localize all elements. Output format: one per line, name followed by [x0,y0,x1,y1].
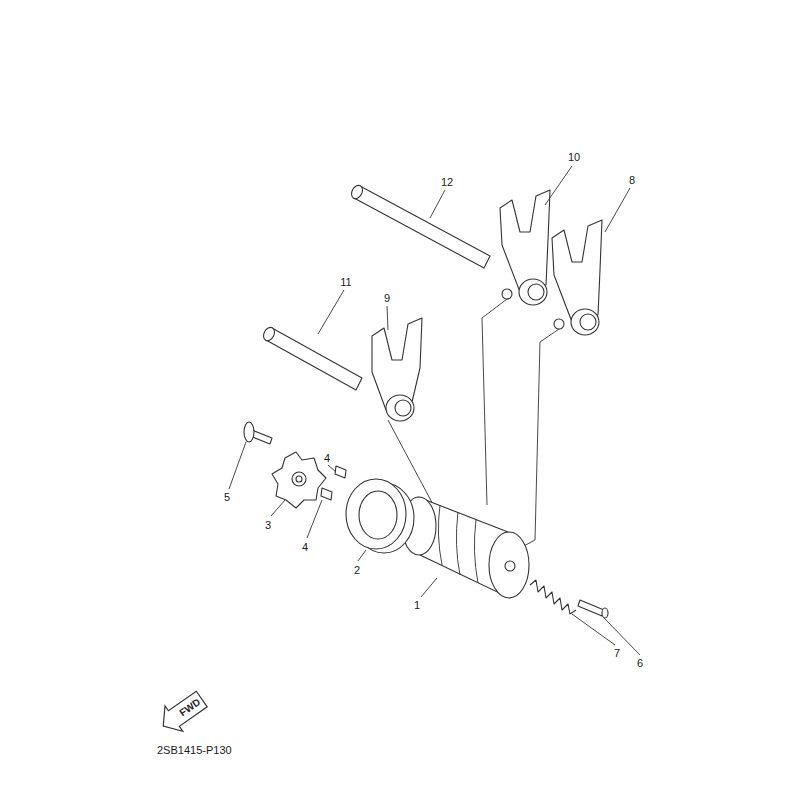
callout-number: 9 [384,293,390,304]
callout-number: 5 [224,492,230,503]
leader-line [318,290,344,334]
alignment-line [482,299,507,505]
callout-number: 4 [302,542,308,553]
fork-boss [519,279,547,305]
direction-arrow: FWD [155,689,208,736]
leader-line [307,500,322,538]
callout-number: 12 [441,177,453,188]
callout-number: 11 [340,277,351,288]
drum-groove [438,505,478,583]
fork-bore [395,400,411,416]
alignment-line [520,329,559,548]
leader-line [430,190,445,218]
callout-number: 4 [324,453,330,464]
diagram-code: 2SB1415-P130 [157,745,232,756]
rod-end [261,325,276,342]
fork-boss [386,395,414,421]
rod [266,328,362,390]
fork-bore [580,314,596,330]
dowel-pin [335,466,346,478]
leader-line [229,442,246,489]
shift-fork [500,190,550,292]
shift-segment [272,452,326,508]
fork-pin [554,319,564,329]
leader-line [545,166,572,205]
leader-line [572,614,615,645]
bearing [346,479,406,549]
screw-head [244,422,254,442]
leader-line [328,465,336,472]
leader-line [358,550,366,561]
segment-hole [296,476,302,482]
spring [530,580,576,614]
pin [578,600,604,616]
drum-hole [505,561,515,571]
bearing-inner [359,491,397,539]
fork-pin [502,289,512,299]
leader-line [421,578,437,597]
shift-fork [552,220,602,322]
segment-hub [292,472,306,486]
leader-line [604,618,640,655]
callout-number: 1 [414,600,420,611]
fork-bore [528,284,544,300]
callout-number: 2 [354,565,360,576]
dowel-pin [321,488,332,500]
callout-number: 6 [637,658,643,669]
arrow-shape [154,686,210,738]
callout-number: 3 [265,520,271,531]
leader-line [387,306,388,330]
callout-number: 10 [568,152,580,163]
leader-line [605,188,630,232]
leader-line [271,500,285,516]
rod [354,186,490,268]
callout-number: 7 [614,648,620,659]
drum-end [489,532,529,598]
rod-end [349,183,364,200]
fork-boss [571,309,599,335]
pin-head [602,608,608,618]
callout-number: 8 [629,175,635,186]
